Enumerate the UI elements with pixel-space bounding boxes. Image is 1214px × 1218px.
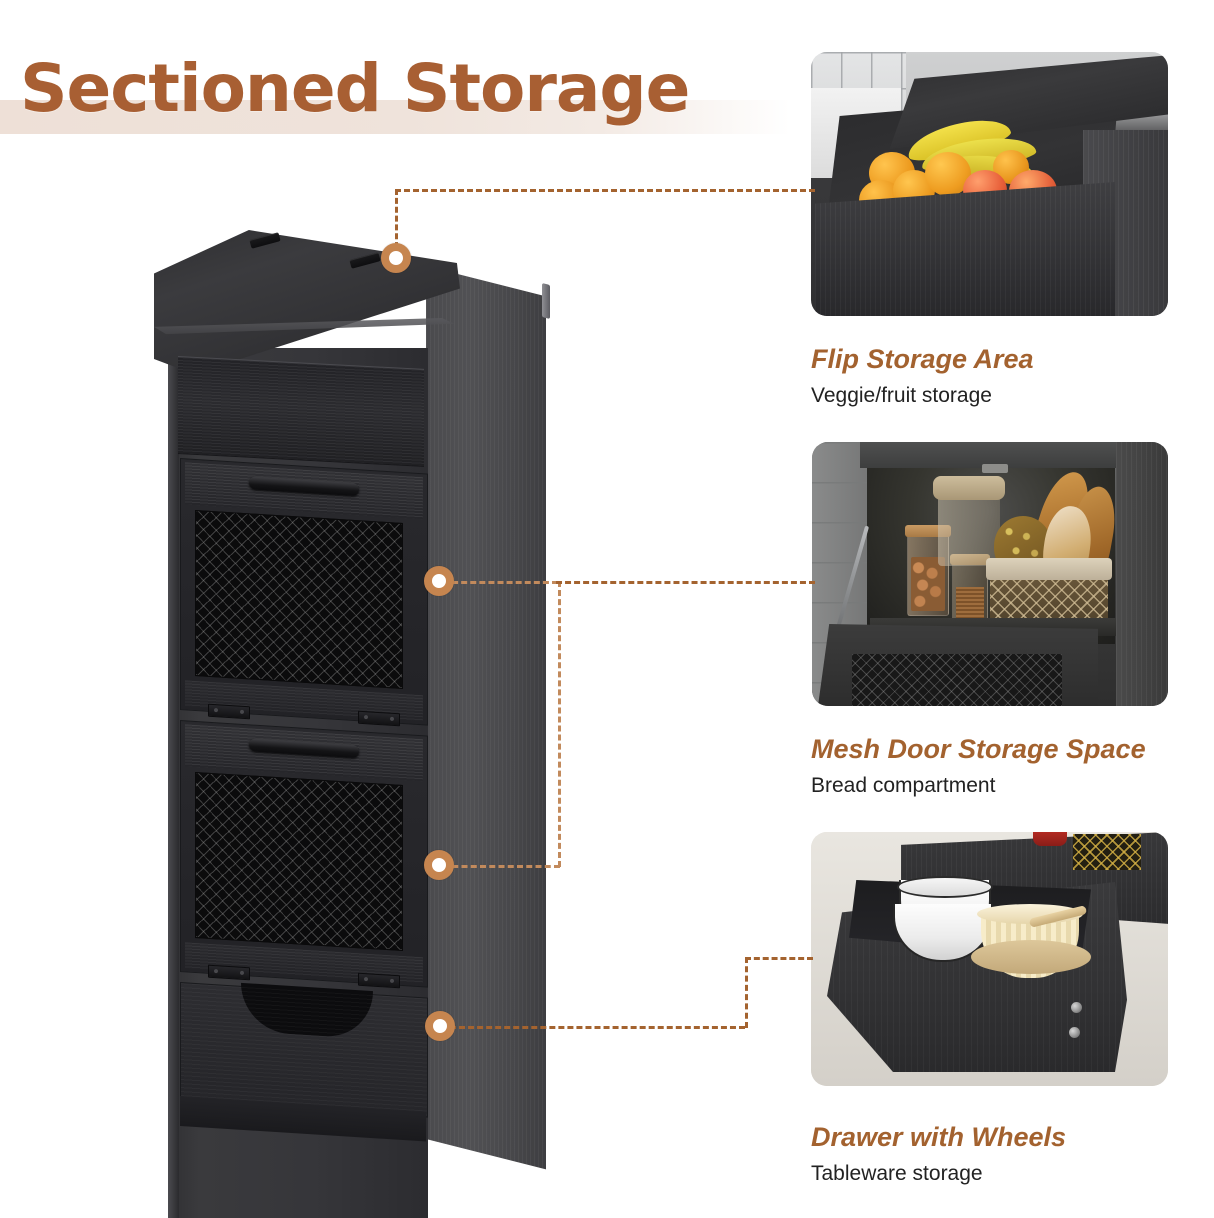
wooden-tray [971,940,1091,974]
caption-title-mesh: Mesh Door Storage Space [811,734,1146,764]
white-bowl-rim [897,876,993,898]
cabinet-top-band [860,442,1150,468]
callout-marker-mesh-lower[interactable] [424,850,454,880]
grains [956,587,984,622]
drawer-wheel-icon [1069,1027,1080,1038]
bin-front-wall [815,182,1115,316]
caption-subtitle-flip: Veggie/fruit storage [811,384,992,407]
callout-marker-drawer[interactable] [425,1011,455,1041]
caption-title-drawer: Drawer with Wheels [811,1122,1067,1152]
cabinet-side-post [1116,442,1168,706]
photo-drawer-with-wheels [811,832,1168,1086]
side-latch-icon [542,283,550,319]
mesh-grille-icon [852,654,1062,706]
hinge-icon [208,964,250,981]
callout-marker-flip[interactable] [381,243,411,273]
mesh-door-lower [180,720,428,988]
cabinet-left-edge [168,348,179,1218]
caption-subtitle-drawer: Tableware storage [811,1162,983,1185]
glass-jar-grains [950,554,990,626]
mesh-grille-icon [195,771,403,952]
caption-title-flip: Flip Storage Area [811,344,1034,374]
caption-subtitle-mesh: Bread compartment [811,774,996,797]
jar-lid [933,476,1005,500]
fruit-peek [1033,832,1067,846]
callout-marker-mesh-upper[interactable] [424,566,454,596]
ceramic-jar [933,476,1005,566]
door-latch-icon [982,464,1008,473]
bottom-drawer [180,982,428,1118]
upper-grain-panel [178,356,424,467]
drawer-wheel-icon [1071,1002,1082,1013]
page-title: Sectioned Storage [20,50,690,127]
drawer-cutout-handle [241,982,373,1040]
basket-cloth-liner [986,558,1112,580]
mesh-grille-icon [1073,834,1141,870]
title-highlight-band [0,100,790,134]
mesh-door-upper [180,458,428,726]
hinge-icon [358,972,400,989]
photo-flip-storage [811,52,1168,316]
almonds [911,557,945,611]
mesh-grille-icon [195,509,403,690]
photo-mesh-door-storage [812,442,1168,706]
hinge-icon [358,710,400,727]
product-image [150,200,650,1218]
hinge-icon [208,703,250,720]
